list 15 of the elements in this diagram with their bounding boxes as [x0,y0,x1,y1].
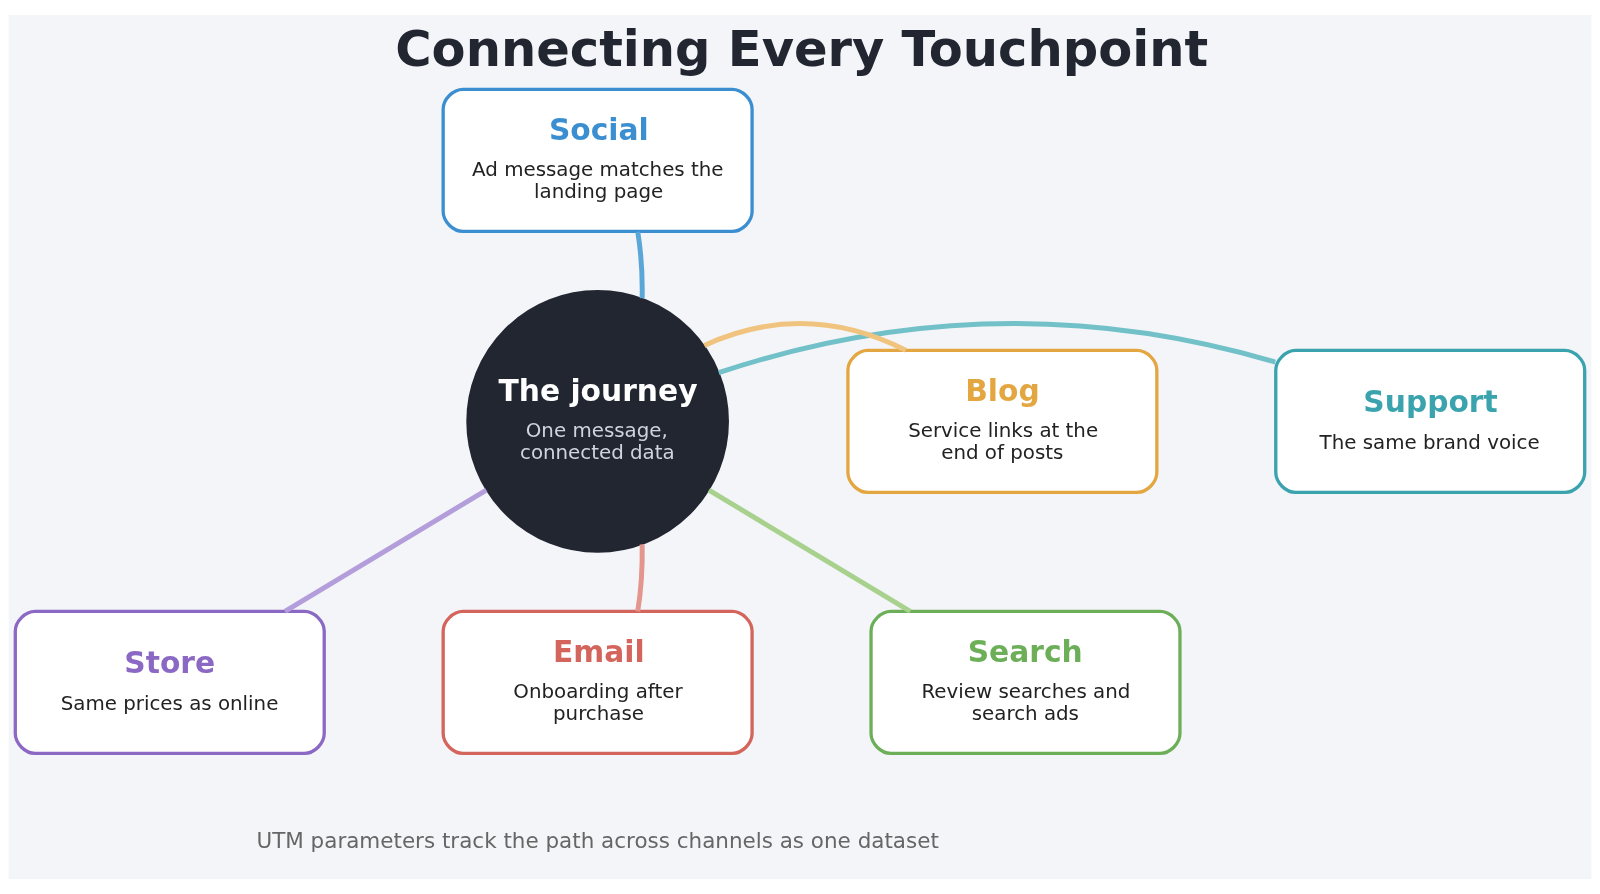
node-box: Email Onboarding after purchase [441,609,754,756]
connector [283,487,488,614]
connector [707,487,912,614]
node-box: Social Ad message matches the landing page [441,87,754,234]
connector [703,321,907,353]
node-box: Support The same brand voice [1274,348,1587,495]
connector [718,321,1276,376]
caption: UTM parameters track the path across channels as one dataset [256,828,939,854]
node-box: Store Same prices as online [13,609,326,756]
diagram-title: Connecting Every Touchpoint [395,20,1209,79]
node-box: Search Review searches and search ads [869,609,1182,756]
node-box: Blog Service links at the end of posts [846,348,1159,495]
connector [635,544,645,612]
node-circle: The journey One message, connected data [466,290,729,553]
connector [635,231,645,299]
